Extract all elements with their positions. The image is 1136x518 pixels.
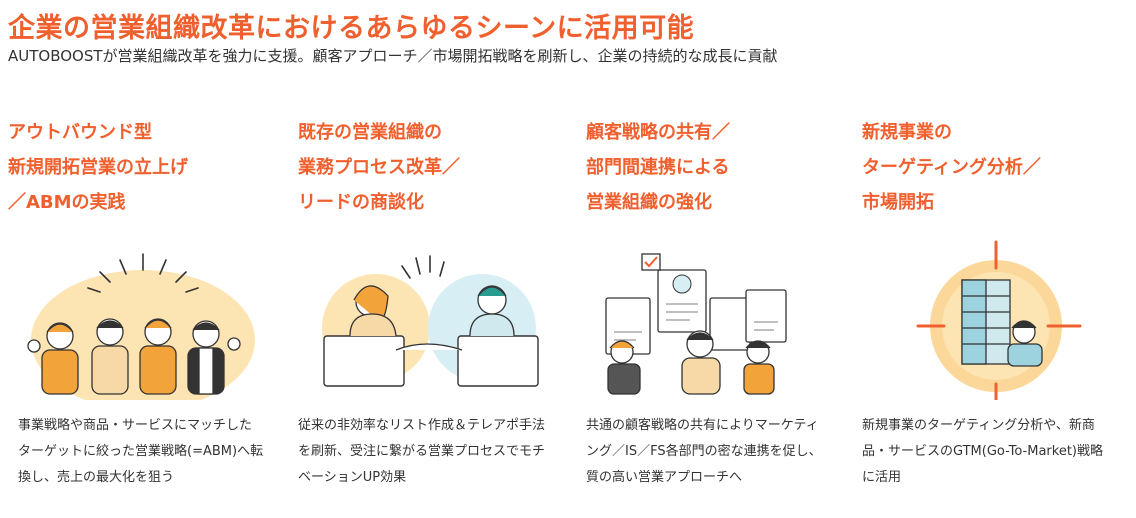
scene-card-outbound: アウトバウンド型 新規開拓営業の立上げ ／ABMの実践 事業戦略や商品・サー: [8, 0, 288, 518]
scene-heading: 顧客戦略の共有／ 部門間連携による 営業組織の強化: [586, 122, 730, 213]
scene-card-process: 既存の営業組織の 業務プロセス改革／ リードの商談化 従来の非効率なリスト作成＆…: [298, 0, 578, 518]
scene-card-collaboration: 顧客戦略の共有／ 部門間連携による 営業組織の強化 共通の顧客戦略の共有によ: [586, 0, 866, 518]
targeting-building-illustration: [916, 240, 1082, 400]
scene-heading: 新規事業の ターゲティング分析／ 市場開拓: [862, 122, 1041, 213]
scene-description: 事業戦略や商品・サービスにマッチした ターゲットに絞った営業戦略(=ABM)へ転…: [18, 418, 264, 485]
scene-heading: アウトバウンド型 新規開拓営業の立上げ ／ABMの実践: [8, 122, 188, 213]
page-title: 企業の営業組織改革におけるあらゆるシーンに活用可能: [8, 13, 695, 44]
scene-description: 共通の顧客戦略の共有によりマーケティ ング／IS／FS各部門の密な連携を促し、 …: [586, 418, 822, 485]
page-subtitle: AUTOBOOSTが営業組織改革を強力に支援。顧客アプローチ／市場開拓戦略を刷新…: [8, 47, 778, 65]
scene-card-new-business: 新規事業の ターゲティング分析／ 市場開拓 新規事業のターゲティング分析や、新商…: [862, 0, 1136, 518]
scene-heading: 既存の営業組織の 業務プロセス改革／ リードの商談化: [298, 122, 460, 213]
team-cheering-illustration: [27, 253, 255, 400]
shared-profiles-illustration: [605, 253, 787, 395]
scene-description: 新規事業のターゲティング分析や、新商 品・サービスのGTM(Go-To-Mark…: [862, 418, 1103, 485]
scene-description: 従来の非効率なリスト作成＆テレアポ手法 を刷新、受注に繋がる営業プロセスでモチ …: [298, 418, 546, 485]
online-handshake-illustration: [322, 255, 539, 387]
